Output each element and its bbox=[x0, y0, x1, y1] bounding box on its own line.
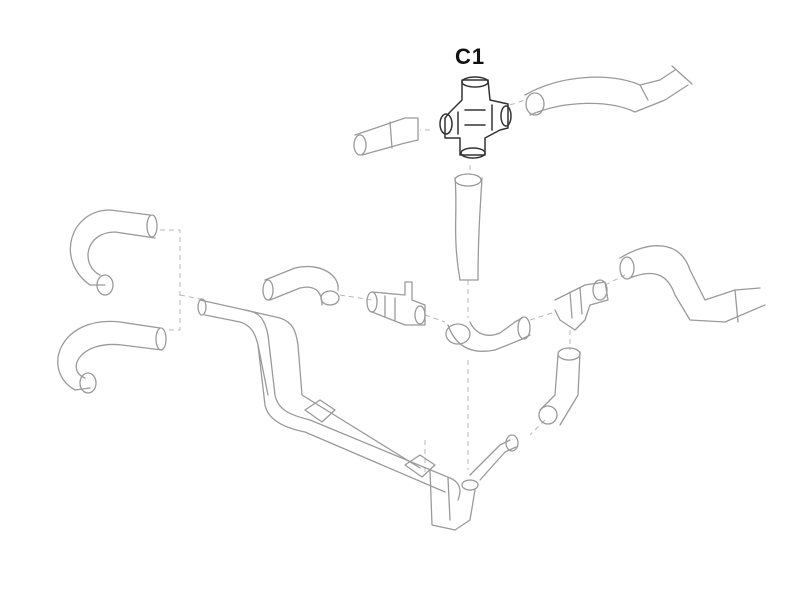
hose-elbow-center bbox=[445, 316, 531, 352]
straight-hose-short bbox=[353, 117, 419, 156]
tee-valve-right bbox=[554, 279, 609, 331]
coolant-hose-top-right bbox=[524, 65, 693, 116]
guide-lines bbox=[160, 99, 626, 475]
metal-pipe-assembly bbox=[197, 298, 517, 531]
hose-elbow-small bbox=[262, 265, 340, 306]
hose-bend-right bbox=[619, 245, 766, 323]
four-way-connector-c1 bbox=[439, 76, 512, 159]
curved-hose-left-upper bbox=[69, 209, 158, 296]
callout-label-c1: C1 bbox=[455, 44, 486, 69]
hose-vertical-center bbox=[454, 173, 483, 281]
hose-elbow-lower-right bbox=[538, 347, 581, 426]
hose-small-stub bbox=[505, 434, 519, 452]
curved-hose-left-lower bbox=[57, 320, 167, 394]
tee-valve-left bbox=[366, 281, 426, 326]
